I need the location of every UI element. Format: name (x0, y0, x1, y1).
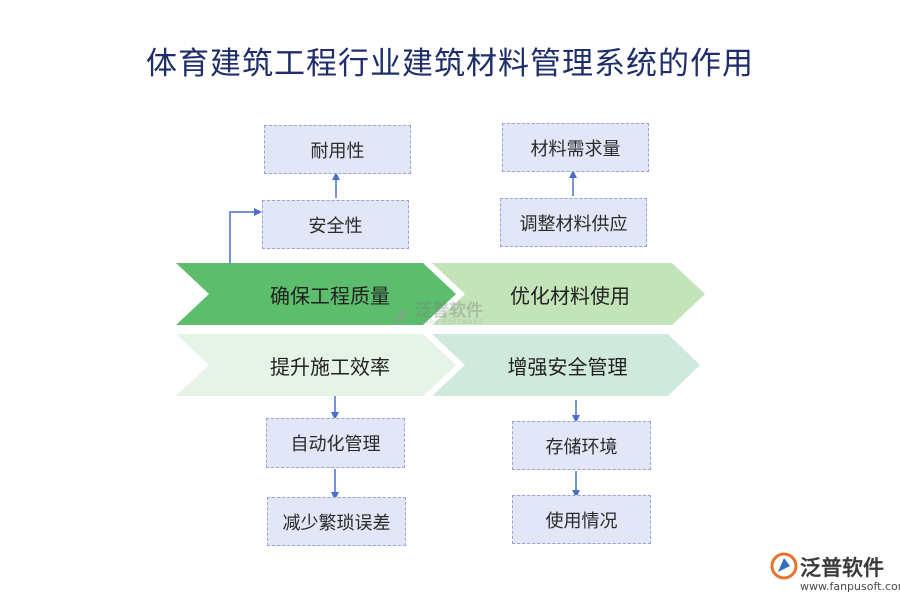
brand-name: 泛普软件 (800, 556, 884, 580)
fanpu-logo-icon (770, 552, 798, 580)
chevron-materials-label: 优化材料使用 (510, 283, 630, 308)
box-usage: 使用情况 (512, 495, 651, 544)
box-durability: 耐用性 (264, 125, 411, 174)
box-supply: 调整材料供应 (500, 198, 647, 247)
watermark: 泛普软件 FANPU SOFTWARE (390, 303, 484, 326)
chevron-quality-label: 确保工程质量 (270, 283, 390, 308)
page-title: 体育建筑工程行业建筑材料管理系统的作用 (146, 46, 754, 82)
box-errors: 减少繁琐误差 (267, 497, 406, 546)
box-automation: 自动化管理 (266, 418, 405, 468)
chevron-efficiency-label: 提升施工效率 (270, 354, 390, 379)
chevron-efficiency (176, 334, 456, 396)
chevron-quality (176, 263, 456, 325)
brand-logo: 泛普软件 www.fanpusoft.com (770, 548, 900, 598)
box-demand: 材料需求量 (502, 123, 649, 172)
box-storage: 存储环境 (512, 421, 651, 470)
watermark-logo-icon (394, 306, 408, 323)
chevron-safety-label: 增强安全管理 (507, 354, 628, 379)
chevron-materials (432, 263, 705, 325)
chevron-safety (432, 334, 700, 396)
arrow-quality-to-security (229, 208, 262, 263)
watermark-sub: FANPU SOFTWARE (415, 319, 484, 326)
watermark-name: 泛普软件 (415, 301, 483, 321)
box-security: 安全性 (262, 200, 409, 249)
brand-url: www.fanpusoft.com (800, 580, 900, 593)
